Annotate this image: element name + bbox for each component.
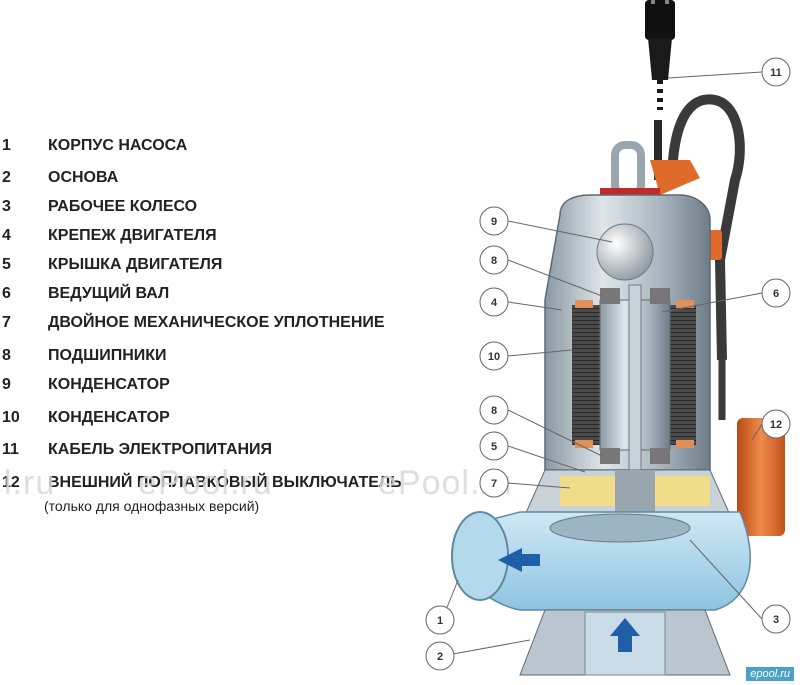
motor-housing: [544, 194, 711, 526]
callout-number: 10: [488, 351, 500, 363]
seal-chamber: [524, 469, 731, 516]
legend-number: 7: [2, 314, 11, 331]
outlet-flow-arrow: [498, 548, 540, 572]
float-body: [737, 418, 785, 536]
callout-number: 5: [491, 441, 497, 453]
capacitor: [596, 223, 654, 281]
legend-label: КОРПУС НАСОСА: [48, 137, 188, 154]
legend-label: КРЕПЕЖ ДВИГАТЕЛЯ: [48, 227, 217, 244]
power-cable: [645, 0, 745, 361]
legend-label: КОНДЕНСАТОР: [48, 409, 170, 426]
legend-label: ВЕДУЩИЙ ВАЛ: [48, 285, 170, 302]
legend-label: РАБОЧЕЕ КОЛЕСО: [48, 198, 198, 215]
lower-bearing-right: [650, 448, 670, 464]
callout-7: 7: [479, 468, 509, 498]
lower-bearing-left: [600, 448, 620, 464]
legend-number: 11: [2, 441, 19, 458]
legend-label: ДВОЙНОЕ МЕХАНИЧЕСКОЕ УПЛОТНЕНИЕ: [48, 314, 385, 331]
callout-2: 2: [425, 641, 455, 671]
pump-volute: [451, 511, 751, 611]
plug-body: [645, 0, 675, 40]
callout-number: 11: [770, 67, 782, 79]
watermark-center: ePool.ru: [138, 464, 273, 502]
lifting-handle: [600, 141, 660, 202]
callout-number: 4: [491, 297, 498, 309]
callout-8-bottom: 8: [479, 395, 509, 425]
watermark-left: l.ru: [4, 464, 56, 502]
callout-6: 6: [761, 278, 791, 308]
callout-number: 8: [491, 405, 497, 417]
callout-number: 3: [773, 614, 779, 626]
legend-number: 6: [2, 285, 11, 302]
callout-number: 8: [491, 255, 497, 267]
upper-bearing-right: [650, 288, 670, 304]
brand-logo: epool.ru: [746, 667, 794, 681]
callout-11: 11: [761, 57, 791, 87]
legend-number: 3: [2, 198, 11, 215]
callout-number: 12: [770, 419, 782, 431]
legend-label: КАБЕЛЬ ЭЛЕКТРОПИТАНИЯ: [48, 441, 273, 458]
float-switch: [650, 160, 785, 536]
callout-4: 4: [479, 287, 509, 317]
plug-pin: [651, 0, 655, 4]
legend-number: 5: [2, 256, 11, 273]
callout-number: 9: [491, 216, 497, 228]
pump-base: [519, 609, 731, 676]
callout-number: 2: [437, 651, 443, 663]
plug-pin: [665, 0, 669, 4]
callout-8-top: 8: [479, 245, 509, 275]
discharge-port: [451, 511, 509, 601]
plug-strain-relief: [648, 38, 672, 80]
callout-1: 1: [425, 605, 455, 635]
inlet-flow-arrow: [610, 618, 640, 652]
legend-number: 2: [2, 169, 11, 186]
callout-12: 12: [761, 409, 791, 439]
cable-clamp: [650, 160, 700, 195]
callout-5: 5: [479, 431, 509, 461]
callout-3: 3: [761, 604, 791, 634]
legend-label: ПОДШИПНИКИ: [48, 347, 167, 364]
legend-number: 8: [2, 347, 11, 364]
oil-right: [655, 476, 710, 506]
legend-number: 12: [2, 474, 20, 491]
mechanical-seal: [615, 470, 655, 515]
float-clip: [708, 230, 722, 260]
upper-bearing-left: [600, 288, 620, 304]
legend-label: КРЫШКА ДВИГАТЕЛЯ: [48, 256, 223, 273]
impeller: [549, 513, 691, 543]
legend-label: ОСНОВА: [48, 169, 119, 186]
callout-10: 10: [479, 341, 509, 371]
legend-number: 10: [2, 409, 20, 426]
callout-number: 6: [773, 288, 779, 300]
legend-number: 4: [2, 227, 11, 244]
callout-number: 7: [491, 478, 497, 490]
legend-label: ВНЕШНИЙ ПОПЛАВКОВЫЙ ВЫКЛЮЧАТЕЛЬ: [48, 474, 402, 491]
oil-left: [560, 476, 615, 506]
legend-label: КОНДЕНСАТОР: [48, 376, 170, 393]
legend-number: 1: [2, 137, 11, 154]
parts-legend: 1 КОРПУС НАСОСА 2 ОСНОВА 3 РАБОЧЕЕ КОЛЕС…: [0, 0, 430, 520]
legend-note: (только для однофазных версий): [44, 498, 260, 514]
legend-number: 9: [2, 376, 11, 393]
callout-number: 1: [437, 615, 443, 627]
callout-9: 9: [479, 206, 509, 236]
